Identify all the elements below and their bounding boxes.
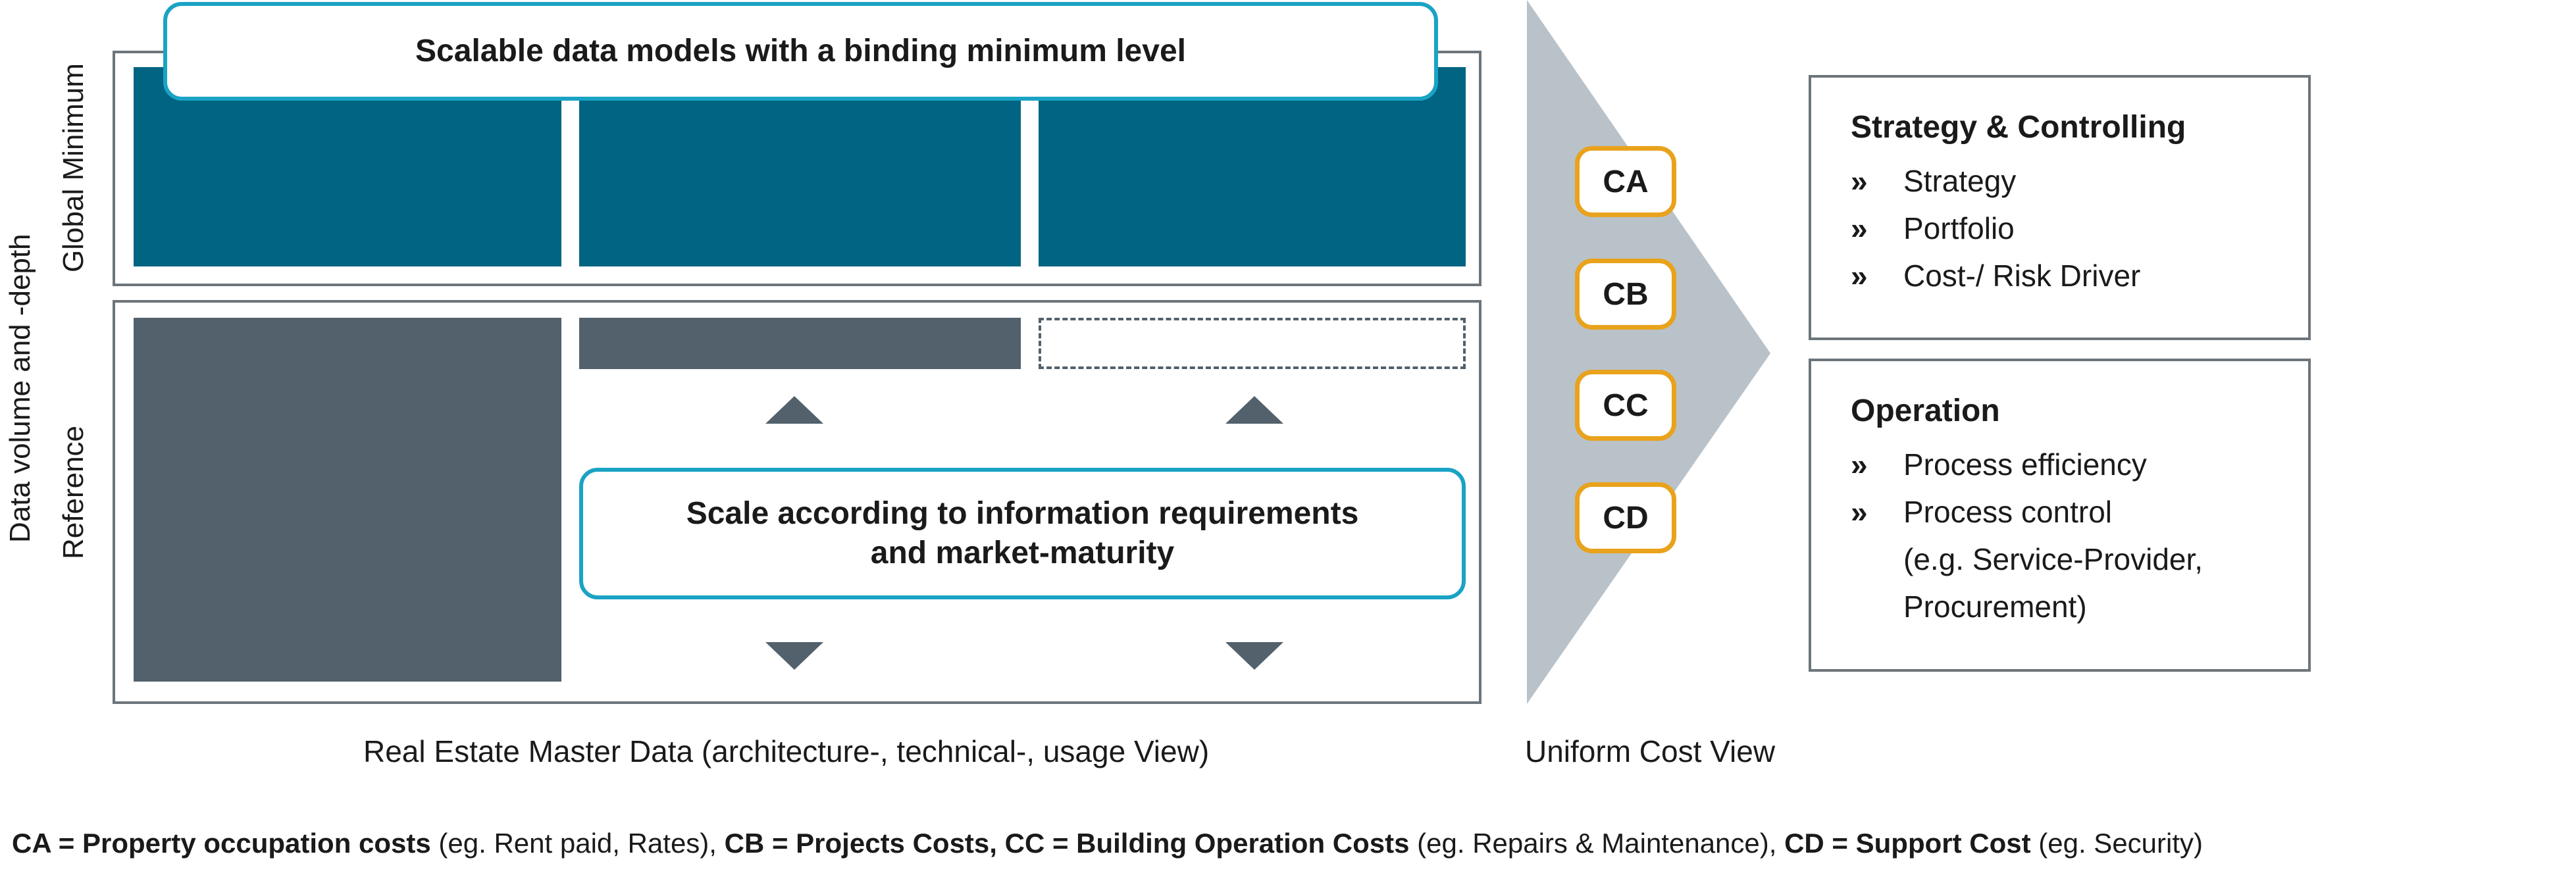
reference-block-placeholder [1039,318,1466,369]
bullet-icon: » [1851,447,1868,482]
arrow-up-icon [1225,396,1283,424]
badge-cc: CC [1575,370,1676,441]
scale-callout: Scale according to information requireme… [579,468,1466,599]
chevron-arrow-icon [1527,0,1770,704]
footnote-legend: CA = Property occupation costs (eg. Rent… [12,828,2203,859]
list-item-line: (e.g. Service-Provider, [1903,542,2203,576]
arrow-down-icon [765,642,823,670]
footnote-cb-cc: CB = Projects Costs, CC = Building Opera… [724,828,1410,859]
operation-panel: Operation »Process efficiency » Process … [1809,359,2311,672]
top-callout: Scalable data models with a binding mini… [163,2,1438,101]
master-data-caption: Real Estate Master Data (architecture-, … [363,734,1210,768]
bullet-icon: » [1851,211,1868,245]
list-item: »Portfolio [1851,205,2269,252]
axis-label-data-volume: Data volume and -depth [4,234,36,543]
reference-block-large [134,318,561,682]
footnote-ca: CA = Property occupation costs [12,828,431,859]
list-item: » Process control (e.g. Service-Provider… [1851,488,2269,630]
list-item: »Process efficiency [1851,441,2269,488]
bullet-icon: » [1851,495,1868,529]
arrow-down-icon [1225,642,1283,670]
badge-cb: CB [1575,259,1676,330]
list-item: »Cost-/ Risk Driver [1851,252,2269,299]
row-label-reference: Reference [57,425,90,559]
bullet-icon: » [1851,259,1868,293]
list-item-line: Process control [1903,495,2113,529]
arrow-up-icon [765,396,823,424]
badge-cd: CD [1575,482,1676,553]
bullet-icon: » [1851,164,1868,198]
list-item-line: Procurement) [1903,589,2087,624]
operation-panel-title: Operation [1851,393,2000,428]
reference-block-bar [579,318,1021,369]
list-item: »Strategy [1851,157,2269,205]
uniform-cost-caption: Uniform Cost View [1525,734,1776,768]
badge-ca: CA [1575,146,1676,217]
strategy-panel-title: Strategy & Controlling [1851,110,2186,145]
strategy-panel: Strategy & Controlling »Strategy »Portfo… [1809,75,2311,340]
scale-callout-line-1: Scale according to information requireme… [686,496,1359,531]
scale-callout-line-2: and market-maturity [870,536,1175,570]
row-label-global-minimum: Global Minimum [57,63,90,272]
footnote-cd: CD = Support Cost [1784,828,2031,859]
